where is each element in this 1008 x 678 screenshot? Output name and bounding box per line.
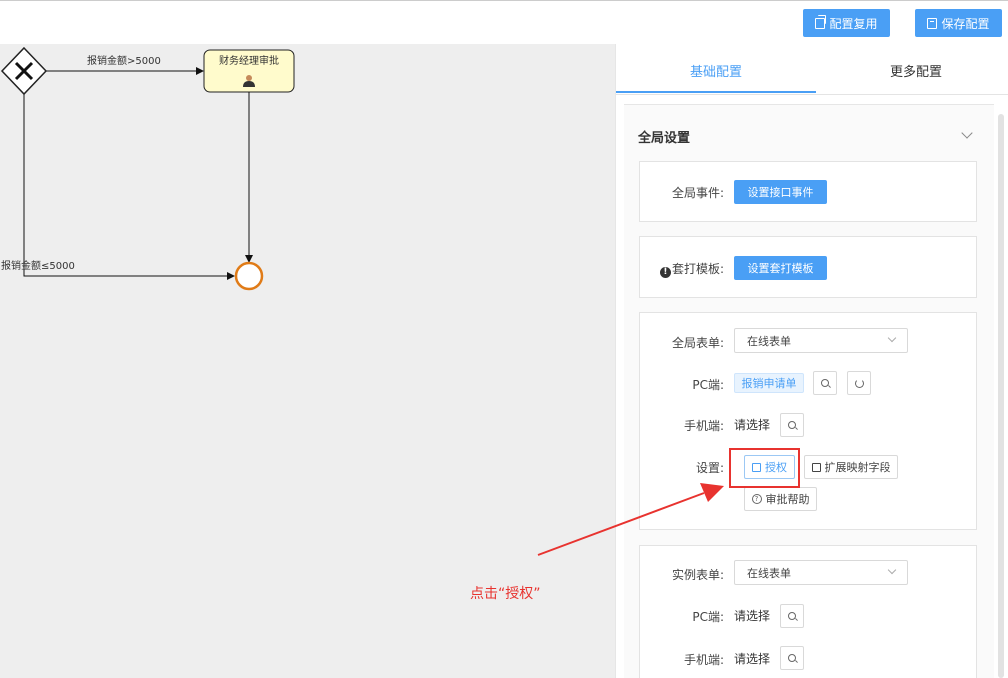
config-content: 全局设置 全局事件: 设置接口事件 !套打模板: 设置套打模板 全局表单: 在线… [624, 104, 994, 678]
task-label: 财务经理审批 [219, 54, 279, 67]
edge-label-high: 报销金额>5000 [87, 54, 161, 67]
exclusive-gateway[interactable] [0, 46, 48, 96]
authorize-button[interactable]: 授权 [744, 455, 795, 479]
edge-label-low: 报销金额≤5000 [1, 259, 75, 272]
save-icon [927, 17, 938, 29]
global-settings-title: 全局设置 [638, 131, 691, 146]
extend-mapping-label: 扩展映射字段 [824, 461, 891, 474]
instance-pc-search-button[interactable] [780, 604, 804, 628]
warning-icon: ! [659, 266, 671, 278]
extend-mapping-fields-button[interactable]: 扩展映射字段 [804, 455, 898, 479]
tab-more-config[interactable]: 更多配置 [889, 64, 942, 80]
global-form-label: 全局表单: [671, 336, 724, 350]
search-icon [788, 421, 796, 429]
highlight-box [729, 448, 800, 488]
tabs-divider [616, 94, 1008, 95]
instance-mobile-label: 手机端: [683, 653, 724, 667]
help-icon: ? [751, 494, 762, 504]
approval-help-label: 审批帮助 [765, 493, 810, 506]
chevron-down-icon [887, 565, 897, 575]
global-form-select[interactable]: 在线表单 [734, 328, 908, 353]
set-interface-event-button[interactable]: 设置接口事件 [734, 180, 827, 204]
process-canvas[interactable]: 报销金额>5000 财务经理审批 报销金额≤5000 [0, 44, 615, 678]
instance-form-card: 实例表单: 在线表单 PC端: 请选择 手机端: 请选择 [639, 545, 977, 678]
instance-mobile-value: 请选择 [734, 652, 771, 666]
global-event-card: 全局事件: 设置接口事件 [639, 161, 977, 222]
authorize-icon [752, 462, 761, 472]
end-event[interactable] [234, 261, 264, 291]
pc-label: PC端: [692, 378, 724, 392]
process-diagram: 报销金额>5000 财务经理审批 报销金额≤5000 [0, 46, 295, 291]
config-panel: 基础配置 更多配置 全局设置 全局事件: 设置接口事件 !套打模板: 设置套打模… [615, 44, 1008, 678]
tab-basic-config[interactable]: 基础配置 [689, 64, 742, 80]
config-tabs: 基础配置 更多配置 [616, 44, 1008, 96]
user-task-icon [243, 75, 255, 87]
config-reuse-label: 配置复用 [829, 16, 878, 31]
refresh-icon [854, 378, 864, 388]
instance-pc-value: 请选择 [734, 609, 771, 623]
task-finance-approval[interactable]: 财务经理审批 [203, 49, 295, 93]
panel-scrollbar[interactable] [998, 114, 1004, 678]
instance-form-label: 实例表单: [671, 568, 724, 582]
print-template-label: 套打模板: [671, 262, 724, 276]
active-tab-indicator [616, 91, 816, 93]
mobile-search-button[interactable] [780, 413, 804, 437]
search-icon [788, 654, 796, 662]
save-config-button[interactable]: 保存配置 [915, 9, 1002, 37]
set-print-template-button[interactable]: 设置套打模板 [734, 256, 827, 280]
annotation-text: 点击“授权” [470, 586, 541, 602]
top-toolbar: 配置复用 保存配置 [0, 0, 1008, 44]
config-reuse-button[interactable]: 配置复用 [803, 9, 890, 37]
print-template-label-wrap: !套打模板: [640, 260, 724, 278]
global-form-value: 在线表单 [747, 334, 791, 348]
instance-form-value: 在线表单 [747, 566, 791, 580]
search-icon [821, 379, 829, 387]
mobile-label: 手机端: [683, 419, 724, 433]
instance-form-select[interactable]: 在线表单 [734, 560, 908, 585]
chevron-down-icon[interactable] [961, 127, 973, 139]
instance-pc-label: PC端: [692, 610, 724, 624]
print-template-card: !套打模板: 设置套打模板 [639, 236, 977, 298]
chevron-down-icon [887, 333, 897, 343]
save-config-label: 保存配置 [941, 16, 990, 31]
document-icon [811, 462, 821, 472]
authorize-label: 授权 [765, 461, 787, 474]
pc-reset-button[interactable] [847, 371, 871, 395]
pc-form-tag[interactable]: 报销申请单 [734, 373, 804, 393]
sequence-flow-low[interactable] [23, 94, 235, 280]
search-icon [788, 612, 796, 620]
mobile-value: 请选择 [734, 418, 771, 432]
pc-search-button[interactable] [813, 371, 837, 395]
global-form-card: 全局表单: 在线表单 PC端: 报销申请单 手机端: 请选择 设置: 授权 扩展… [639, 312, 977, 530]
approval-help-button[interactable]: ? 审批帮助 [744, 487, 817, 511]
copy-icon [815, 14, 827, 29]
settings-label: 设置: [695, 461, 724, 475]
global-event-label: 全局事件: [671, 186, 724, 200]
instance-mobile-search-button[interactable] [780, 646, 804, 670]
